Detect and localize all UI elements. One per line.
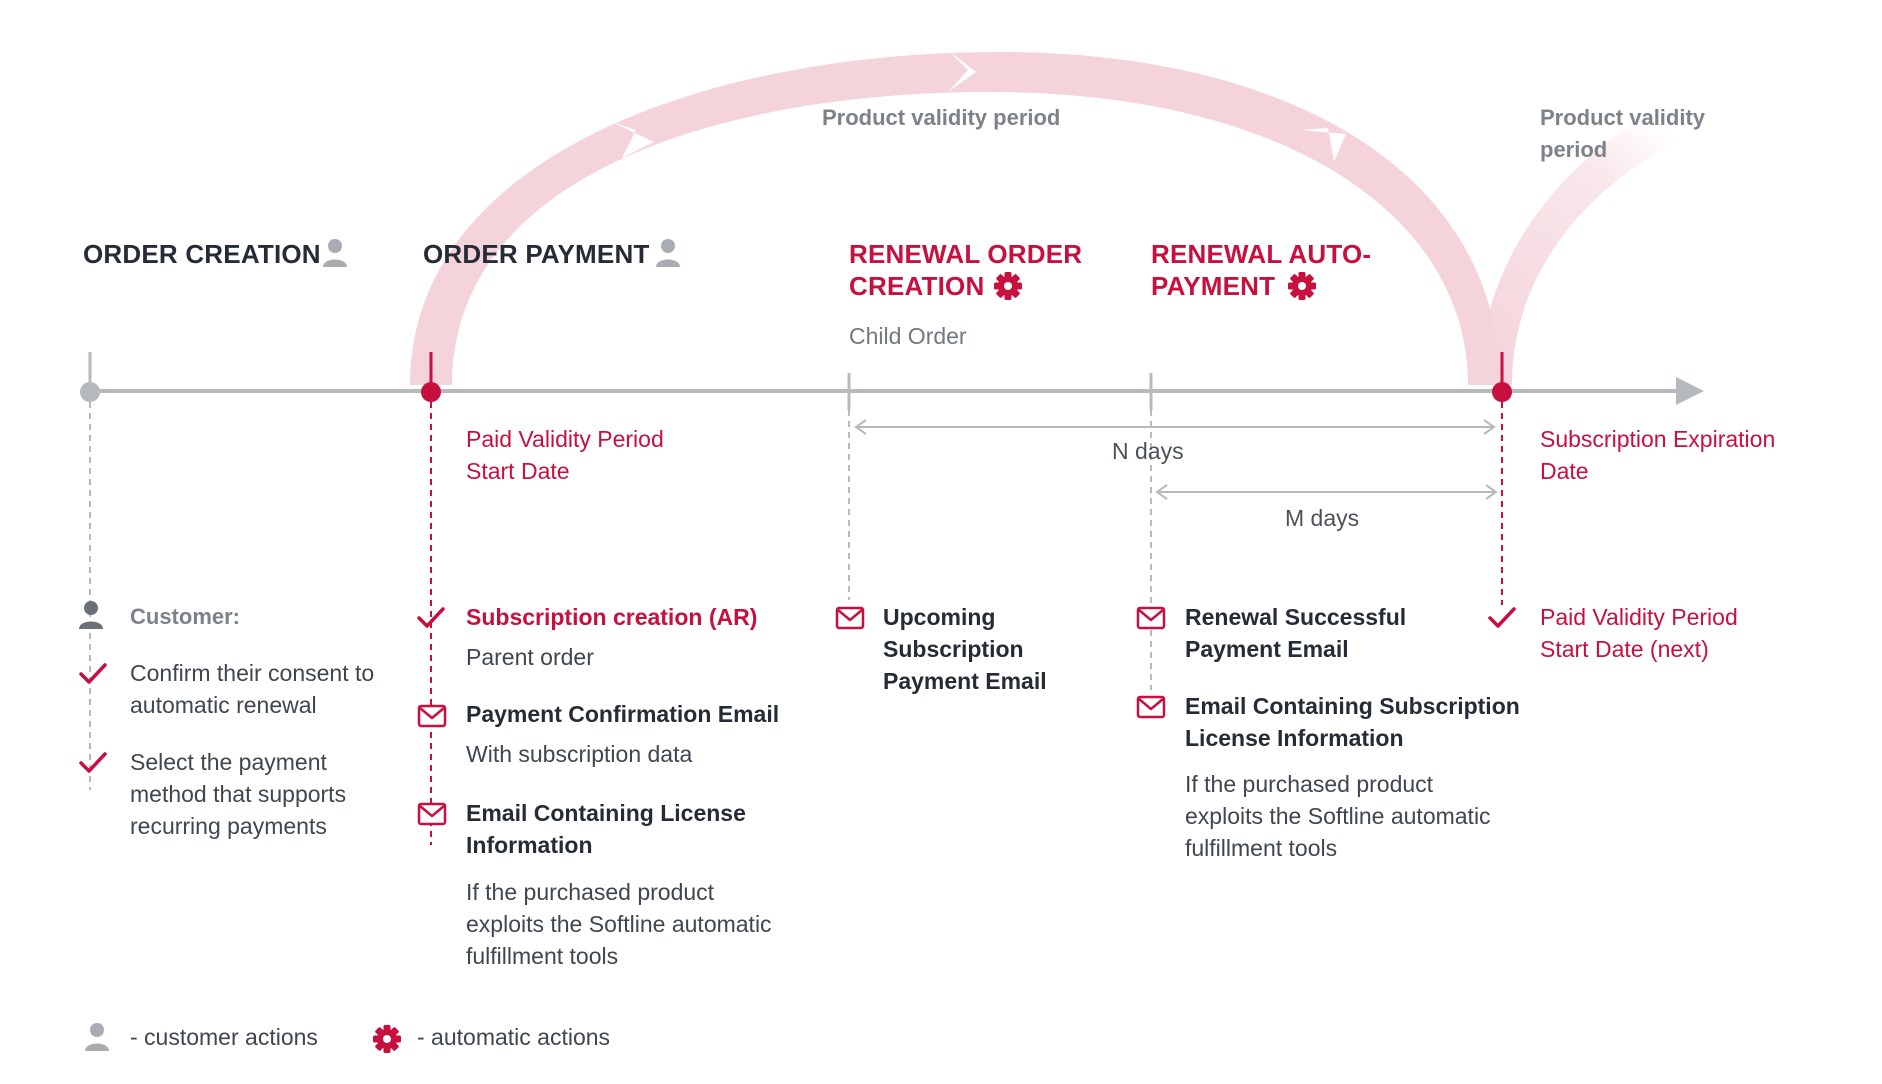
license-note-line3: fulfillment tools xyxy=(466,943,619,969)
renewal-success-line2: Payment Email xyxy=(1185,636,1349,662)
legend-automatic-actions: - automatic actions xyxy=(417,1024,611,1050)
m-days-left-arrow xyxy=(1155,484,1168,500)
arc-chevron-2 xyxy=(948,50,976,92)
m-days-label: M days xyxy=(1285,505,1360,531)
upcoming-email-line2: Subscription xyxy=(883,636,1024,662)
subscription-creation: Subscription creation (AR) xyxy=(466,604,758,630)
child-order-label: Child Order xyxy=(849,323,967,349)
dot-expiration xyxy=(1492,382,1512,402)
autopay-note-line3: fulfillment tools xyxy=(1185,835,1338,861)
check-icon xyxy=(417,607,445,628)
license-note-line2: exploits the Softline automatic xyxy=(466,911,772,937)
autopay-note-line2: exploits the Softline automatic xyxy=(1185,803,1491,829)
envelope-icon xyxy=(835,606,865,630)
subscription-license-line1: Email Containing Subscription xyxy=(1185,693,1520,719)
upcoming-email-line1: Upcoming xyxy=(883,604,996,630)
payment-confirmation-email: Payment Confirmation Email xyxy=(466,701,780,727)
gear-icon xyxy=(373,1025,401,1053)
person-icon xyxy=(79,601,103,629)
n-days-right-arrow xyxy=(1483,419,1496,435)
arc-chevron-1 xyxy=(612,122,654,158)
subscription-license-line2: License Information xyxy=(1185,725,1404,751)
license-email-line1: Email Containing License xyxy=(466,800,746,826)
stage-renewal-creation-line1: RENEWAL ORDER xyxy=(849,239,1083,269)
gear-icon xyxy=(1288,272,1316,300)
next-paid-start-line1: Paid Validity Period xyxy=(1540,604,1738,630)
check-icon xyxy=(79,663,107,684)
arc-chevron-3 xyxy=(1300,128,1346,162)
customer-item2-line3: recurring payments xyxy=(130,813,327,839)
expiration-label-1: Subscription Expiration xyxy=(1540,426,1776,452)
customer-title: Customer: xyxy=(130,604,241,629)
envelope-icon xyxy=(1136,606,1166,630)
stage-renewal-payment-line1: RENEWAL AUTO- xyxy=(1151,239,1372,269)
n-days-label: N days xyxy=(1112,438,1184,464)
person-icon xyxy=(323,239,347,267)
stage-renewal-creation-line2: CREATION xyxy=(849,271,985,301)
n-days-left-arrow xyxy=(854,419,867,435)
dot-order-creation xyxy=(80,382,100,402)
parent-order: Parent order xyxy=(466,644,594,670)
license-email-line2: Information xyxy=(466,832,593,858)
paid-start-label-1: Paid Validity Period xyxy=(466,426,664,452)
arc-label-next-2: period xyxy=(1540,137,1608,162)
envelope-icon xyxy=(1136,695,1166,719)
arc-label-validity: Product validity period xyxy=(822,105,1061,130)
customer-item1-line1: Confirm their consent to xyxy=(130,660,375,686)
check-icon xyxy=(1488,607,1516,628)
dot-order-payment xyxy=(421,382,441,402)
timeline-arrow-head xyxy=(1676,377,1704,405)
license-note-line1: If the purchased product xyxy=(466,879,715,905)
customer-item2-line1: Select the payment xyxy=(130,749,327,775)
m-days-right-arrow xyxy=(1485,484,1498,500)
expiration-label-2: Date xyxy=(1540,458,1589,484)
legend-customer-actions: - customer actions xyxy=(130,1024,318,1050)
envelope-icon xyxy=(417,802,447,826)
paid-start-label-2: Start Date xyxy=(466,458,570,484)
upcoming-email-line3: Payment Email xyxy=(883,668,1047,694)
arc-label-next-1: Product validity xyxy=(1540,105,1706,130)
check-icon xyxy=(79,752,107,773)
customer-item1-line2: automatic renewal xyxy=(130,692,317,718)
stage-renewal-payment-line2: PAYMENT xyxy=(1151,271,1276,301)
renewal-success-line1: Renewal Successful xyxy=(1185,604,1407,630)
stage-order-creation: ORDER CREATION xyxy=(83,239,321,269)
autopay-note-line1: If the purchased product xyxy=(1185,771,1434,797)
person-icon xyxy=(656,239,680,267)
next-paid-start-line2: Start Date (next) xyxy=(1540,636,1709,662)
person-icon xyxy=(85,1023,109,1051)
with-subscription-data: With subscription data xyxy=(466,741,693,767)
envelope-icon xyxy=(417,704,447,728)
customer-item2-line2: method that supports xyxy=(130,781,347,807)
stage-order-payment: ORDER PAYMENT xyxy=(423,239,650,269)
gear-icon xyxy=(994,272,1022,300)
